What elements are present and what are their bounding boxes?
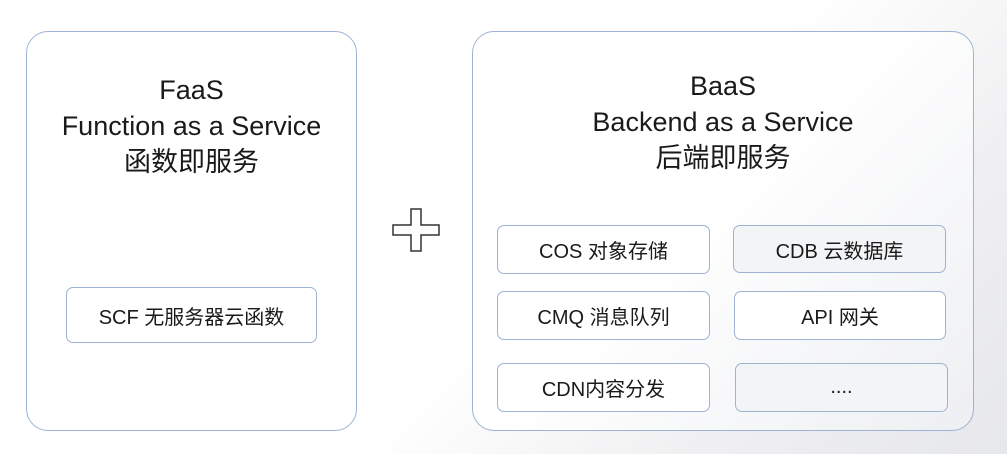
faas-heading: FaaS Function as a Service 函数即服务	[27, 72, 356, 180]
faas-subtitle: Function as a Service	[61, 111, 322, 141]
api-gateway-box[interactable]: API 网关	[734, 291, 946, 340]
cdn-box[interactable]: CDN内容分发	[497, 363, 710, 412]
baas-subtitle: Backend as a Service	[592, 107, 854, 137]
faas-panel: FaaS Function as a Service 函数即服务	[26, 31, 357, 431]
baas-heading: BaaS Backend as a Service 后端即服务	[473, 68, 973, 176]
cos-box[interactable]: COS 对象存储	[497, 225, 710, 274]
baas-chinese-title: 后端即服务	[655, 143, 791, 173]
cmq-box[interactable]: CMQ 消息队列	[497, 291, 710, 340]
baas-title: BaaS	[689, 71, 757, 101]
faas-title: FaaS	[159, 75, 224, 105]
cdb-box[interactable]: CDB 云数据库	[733, 225, 946, 273]
more-box[interactable]: ....	[735, 363, 948, 412]
scf-box[interactable]: SCF 无服务器云函数	[66, 287, 317, 343]
plus-icon	[392, 208, 440, 252]
faas-chinese-title: 函数即服务	[124, 147, 259, 177]
